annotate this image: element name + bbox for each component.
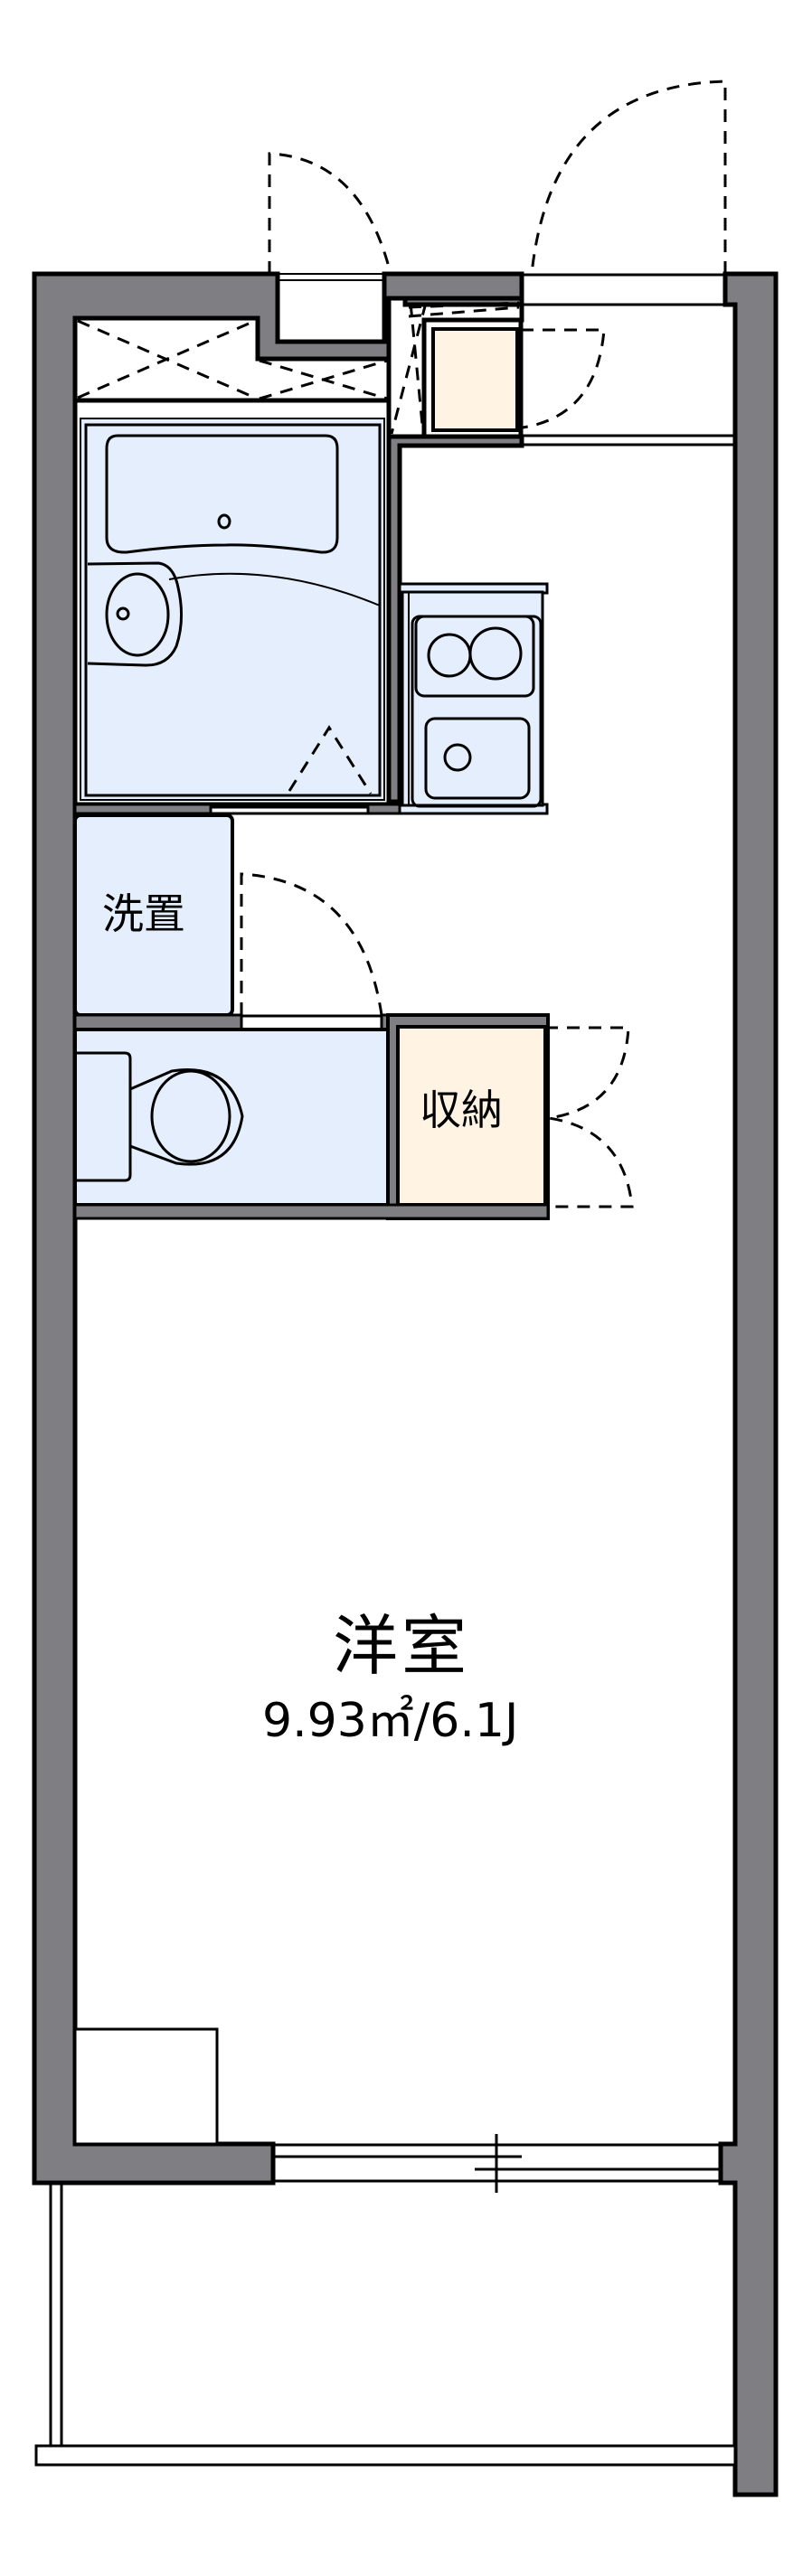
balcony xyxy=(34,2183,737,2467)
wall-right xyxy=(718,271,779,2497)
room-name-western: 洋室 xyxy=(333,1608,471,1684)
wash-basin xyxy=(87,561,184,667)
entrance-door-swing xyxy=(530,80,727,275)
bathtub xyxy=(105,434,339,554)
storage xyxy=(386,1013,634,1220)
storage-label: 収納 xyxy=(420,1086,503,1134)
sliding-window[interactable] xyxy=(273,2134,721,2193)
room-area: 9.93㎡/6.1J xyxy=(262,1694,519,1748)
sink-icon xyxy=(424,717,531,800)
shoe-cabinet xyxy=(421,317,606,439)
unit-bath xyxy=(72,398,392,807)
toilet-tank xyxy=(77,1051,132,1182)
room-cabinet xyxy=(73,2027,219,2146)
window-swing-top xyxy=(268,152,392,275)
toilet-door-swing xyxy=(240,872,383,1016)
washer-label: 洗置 xyxy=(102,889,185,938)
toilet-room xyxy=(73,1028,390,1207)
stove-icon xyxy=(414,615,535,698)
kitchen-counter xyxy=(398,582,549,815)
drain-icon xyxy=(217,513,231,530)
